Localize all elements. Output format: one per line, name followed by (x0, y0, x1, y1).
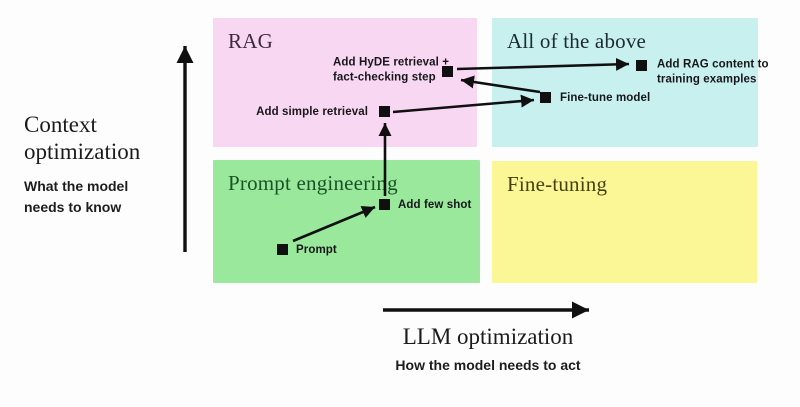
quadrant-prompt-engineering-title: Prompt engineering (228, 171, 398, 195)
quadrant-fine-tuning-title: Fine-tuning (507, 172, 608, 196)
node-simple-retrieval-label: Add simple retrieval (256, 105, 368, 118)
node-simple-retrieval-marker (379, 106, 390, 117)
arrow-simple-retrieval-to-fine-tune (392, 94, 535, 114)
node-prompt-marker (277, 244, 288, 255)
x-axis-title: LLM optimization (402, 324, 574, 349)
x-axis-subtitle: How the model needs to act (395, 357, 581, 373)
y-axis-subtitle: What the model needs to know (24, 178, 129, 215)
quadrant-rag: RAG (213, 18, 477, 147)
node-prompt-label: Prompt (296, 243, 337, 256)
quadrant-all-of-the-above-title: All of the above (507, 29, 647, 53)
quadrant-rag-title: RAG (228, 29, 273, 53)
arrow-prompt-to-few-shot (292, 205, 376, 243)
node-few-shot-marker (379, 199, 390, 210)
x-axis-label-group: LLM optimization How the model needs to … (378, 324, 598, 373)
node-rag-content-label: Add RAG content to training examples (657, 58, 769, 86)
node-fine-tune-model-marker (540, 92, 551, 103)
y-axis-title: Context optimization (24, 112, 141, 164)
quadrant-fine-tuning: Fine-tuning (492, 161, 757, 283)
node-rag-content-marker (636, 60, 647, 71)
node-few-shot-label: Add few shot (398, 198, 472, 211)
node-fine-tune-model-label: Fine-tune model (560, 91, 651, 104)
quadrant-all-of-the-above: All of the above (492, 18, 758, 147)
node-hyde-label: Add HyDE retrieval + fact-checking step (333, 56, 450, 84)
arrow-fine-tune-to-hyde (460, 75, 541, 94)
node-hyde-marker (442, 66, 453, 77)
arrow-hyde-to-rag-content (456, 57, 630, 71)
quadrant-prompt-engineering: Prompt engineering (213, 160, 480, 283)
